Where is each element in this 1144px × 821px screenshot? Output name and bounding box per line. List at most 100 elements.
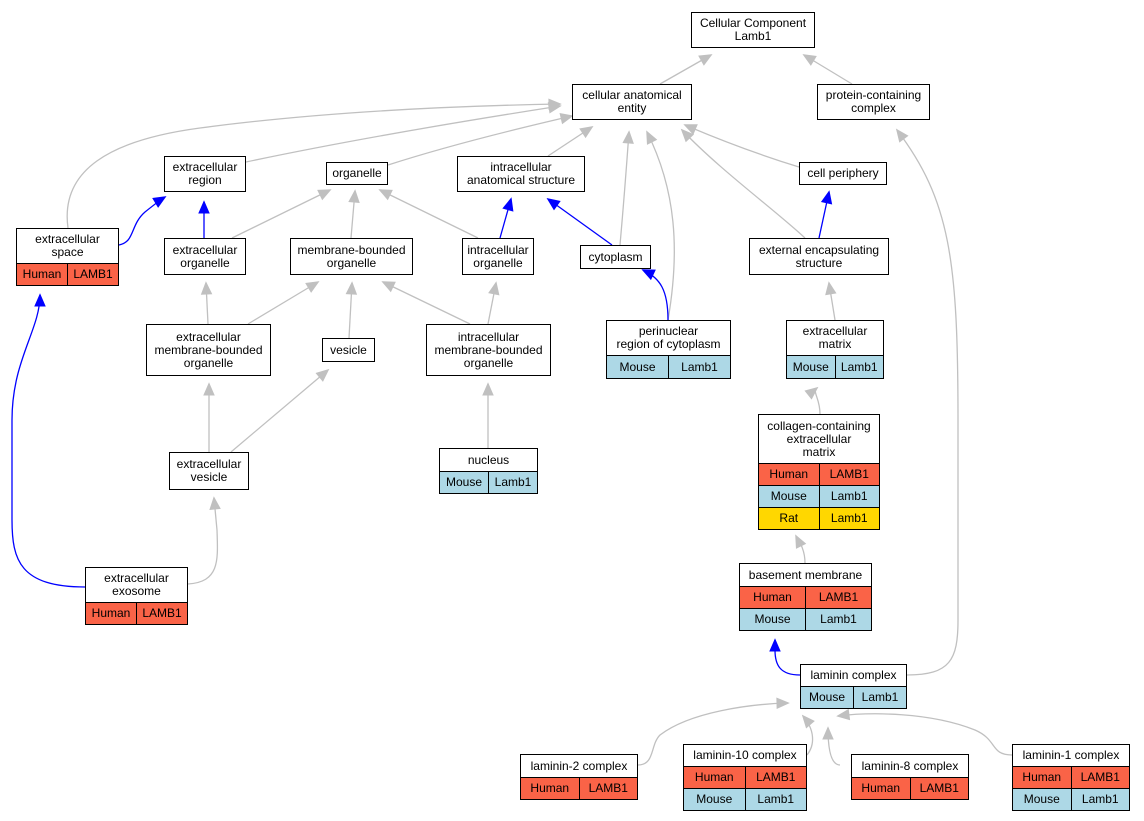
arrowhead-perinuc-to-cytoplasm	[641, 269, 656, 281]
node-title: membrane-bounded organelle	[297, 242, 406, 270]
gene-symbol: LAMB1	[909, 778, 969, 799]
species-row-human: Human LAMB1	[740, 586, 871, 608]
arrowhead-intmbo-to-intorg	[488, 281, 500, 296]
species-label: Mouse	[696, 792, 733, 806]
node-root[interactable]: Cellular Component Lamb1	[691, 12, 815, 48]
node-title: cell periphery	[807, 166, 879, 180]
node-title: cytoplasm	[588, 249, 643, 264]
gene-symbol: LAMB1	[67, 264, 118, 285]
node-collagen-containing-extracellular-matrix[interactable]: collagen-containing extracellular matrix…	[758, 414, 880, 530]
node-title: extracellular space	[35, 232, 100, 259]
species-label: Mouse	[792, 359, 829, 374]
edge-cytoplasm-to-ias	[547, 198, 613, 246]
edge-perinuc-to-cytoplasm	[642, 269, 669, 321]
node-cytoplasm[interactable]: cytoplasm	[580, 245, 651, 269]
edge-ccem-to-exmatrix	[814, 387, 821, 415]
node-external-encapsulating-structure[interactable]: external encapsulating structure	[749, 238, 889, 275]
species-row-mouse: Mouse Lamb1	[1013, 788, 1129, 810]
arrowhead-lam8-to-laminin	[822, 726, 834, 740]
node-title: nucleus	[467, 452, 510, 467]
edge-exosome-to-exves	[187, 497, 219, 585]
node-title: vesicle	[330, 342, 367, 357]
arrowhead-exmbo-to-mbo	[305, 281, 320, 293]
arrowhead-lam2-to-laminin	[776, 697, 790, 710]
node-membrane-bounded-organelle[interactable]: membrane-bounded organelle	[290, 238, 413, 275]
edge-intmbo-to-mbo	[382, 281, 471, 325]
node-extracellular-vesicle[interactable]: extracellular vesicle	[169, 452, 249, 490]
node-title: collagen-containing extracellular matrix	[767, 418, 871, 459]
species-label: Mouse	[1023, 792, 1060, 806]
species-row-human: Human LAMB1	[759, 463, 879, 485]
node-title: organelle	[332, 166, 382, 180]
node-intracellular-anatomical-structure[interactable]: intracellular anatomical structure	[457, 156, 585, 192]
species-label: Mouse	[445, 475, 483, 489]
node-protein-containing-complex[interactable]: protein-containing complex	[817, 84, 930, 120]
node-title: intracellular membrane-bounded organelle	[434, 329, 543, 370]
species-label: Rat	[779, 511, 799, 525]
node-organelle[interactable]: organelle	[326, 162, 388, 185]
arrowhead-ias-to-cae	[579, 126, 594, 139]
edge-exorg-to-organelle	[231, 189, 331, 239]
node-title: extracellular matrix	[802, 324, 868, 351]
edge-organelle-to-cae	[387, 115, 573, 166]
arrowhead-cytoplasm-to-ias	[546, 197, 561, 211]
gene-symbol: Lamb1	[834, 356, 884, 378]
node-vesicle[interactable]: vesicle	[322, 338, 375, 362]
species-label: Human	[1022, 770, 1062, 784]
arrowhead-laminin-to-bm	[769, 638, 781, 652]
gene-symbol: LAMB1	[805, 587, 871, 608]
node-intracellular-membrane-bounded-organelle[interactable]: intracellular membrane-bounded organelle	[426, 324, 551, 376]
species-label: Mouse	[808, 690, 846, 704]
node-cell-periphery[interactable]: cell periphery	[799, 162, 887, 185]
species-row-mouse: Mouse Lamb1	[787, 355, 883, 378]
arrowhead-exosome-to-exves	[209, 496, 221, 510]
node-extracellular-membrane-bounded-organelle[interactable]: extracellular membrane-bounded organelle	[146, 324, 271, 376]
arrowhead-bm-to-ccem	[795, 534, 807, 549]
node-extracellular-region[interactable]: extracellular region	[164, 156, 246, 192]
species-label: Human	[769, 467, 809, 481]
node-title: perinuclear region of cytoplasm	[616, 324, 721, 351]
edge-exmbo-to-mbo	[247, 281, 319, 325]
gene-symbol: LAMB1	[578, 778, 638, 799]
node-title: laminin-2 complex	[530, 758, 628, 773]
species-label: Human	[753, 590, 792, 604]
gene-symbol: LAMB1	[744, 767, 807, 788]
node-title: laminin-8 complex	[861, 758, 959, 773]
node-intracellular-organelle[interactable]: intracellular organelle	[462, 238, 534, 275]
node-title: basement membrane	[748, 567, 863, 582]
species-label: Mouse	[770, 489, 807, 503]
arrowhead-pcc-to-root	[802, 54, 817, 66]
node-title: extracellular exosome	[104, 571, 169, 598]
node-extracellular-organelle[interactable]: extracellular organelle	[164, 238, 246, 275]
species-label: Human	[530, 781, 570, 795]
node-title: laminin-1 complex	[1022, 748, 1120, 762]
gene-symbol: LAMB1	[818, 464, 880, 485]
gene-symbol: Lamb1	[1070, 789, 1130, 810]
edge-exreg-to-cae	[245, 105, 561, 163]
node-title: extracellular membrane-bounded organelle	[154, 329, 263, 370]
node-title: laminin-10 complex	[693, 748, 797, 762]
node-title: protein-containing complex	[825, 88, 922, 115]
gene-symbol: LAMB1	[136, 603, 187, 624]
gene-symbol: Lamb1	[818, 486, 880, 507]
gene-symbol: Lamb1	[488, 472, 537, 493]
node-cellular-anatomical-entity[interactable]: cellular anatomical entity	[572, 84, 692, 120]
arrowhead-nucleus-to-intmbo	[482, 382, 494, 396]
